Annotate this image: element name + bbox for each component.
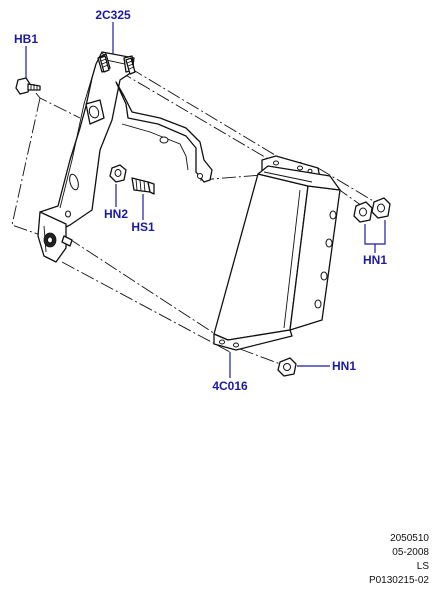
bracket-stud-lower (61, 235, 73, 247)
callout-bolt: HB1 (14, 32, 38, 46)
leader-lines (25, 22, 386, 378)
callout-module: 4C016 (212, 379, 248, 393)
callout-nut-bracket: HN2 (104, 207, 128, 221)
drawing-reference-block: 2050510 05-2008 LS P0130215-02 (309, 532, 429, 588)
reference-illustration-id: P0130215-02 (368, 575, 429, 586)
callout-bracket: 2C325 (95, 8, 131, 22)
control-module (213, 155, 341, 351)
reference-code: LS (416, 561, 429, 572)
bolt-hb1 (15, 77, 41, 95)
bracket-stud-top-right (125, 57, 136, 75)
nut-hn2 (109, 164, 127, 183)
callout-stud: HS1 (131, 220, 155, 234)
assembly-phantom-lines (11, 59, 381, 366)
callout-nut-lower: HN1 (332, 359, 356, 373)
bracket-stud-top-left (99, 55, 110, 73)
nut-pair-hn1 (353, 197, 391, 223)
reference-date: 05-2008 (392, 547, 429, 558)
mounting-bracket (37, 51, 213, 263)
reference-number: 2050510 (390, 533, 429, 544)
callout-nuts-pair: HN1 (363, 253, 387, 267)
nut-lower-hn1 (277, 357, 297, 377)
stud-hs1 (131, 177, 155, 195)
